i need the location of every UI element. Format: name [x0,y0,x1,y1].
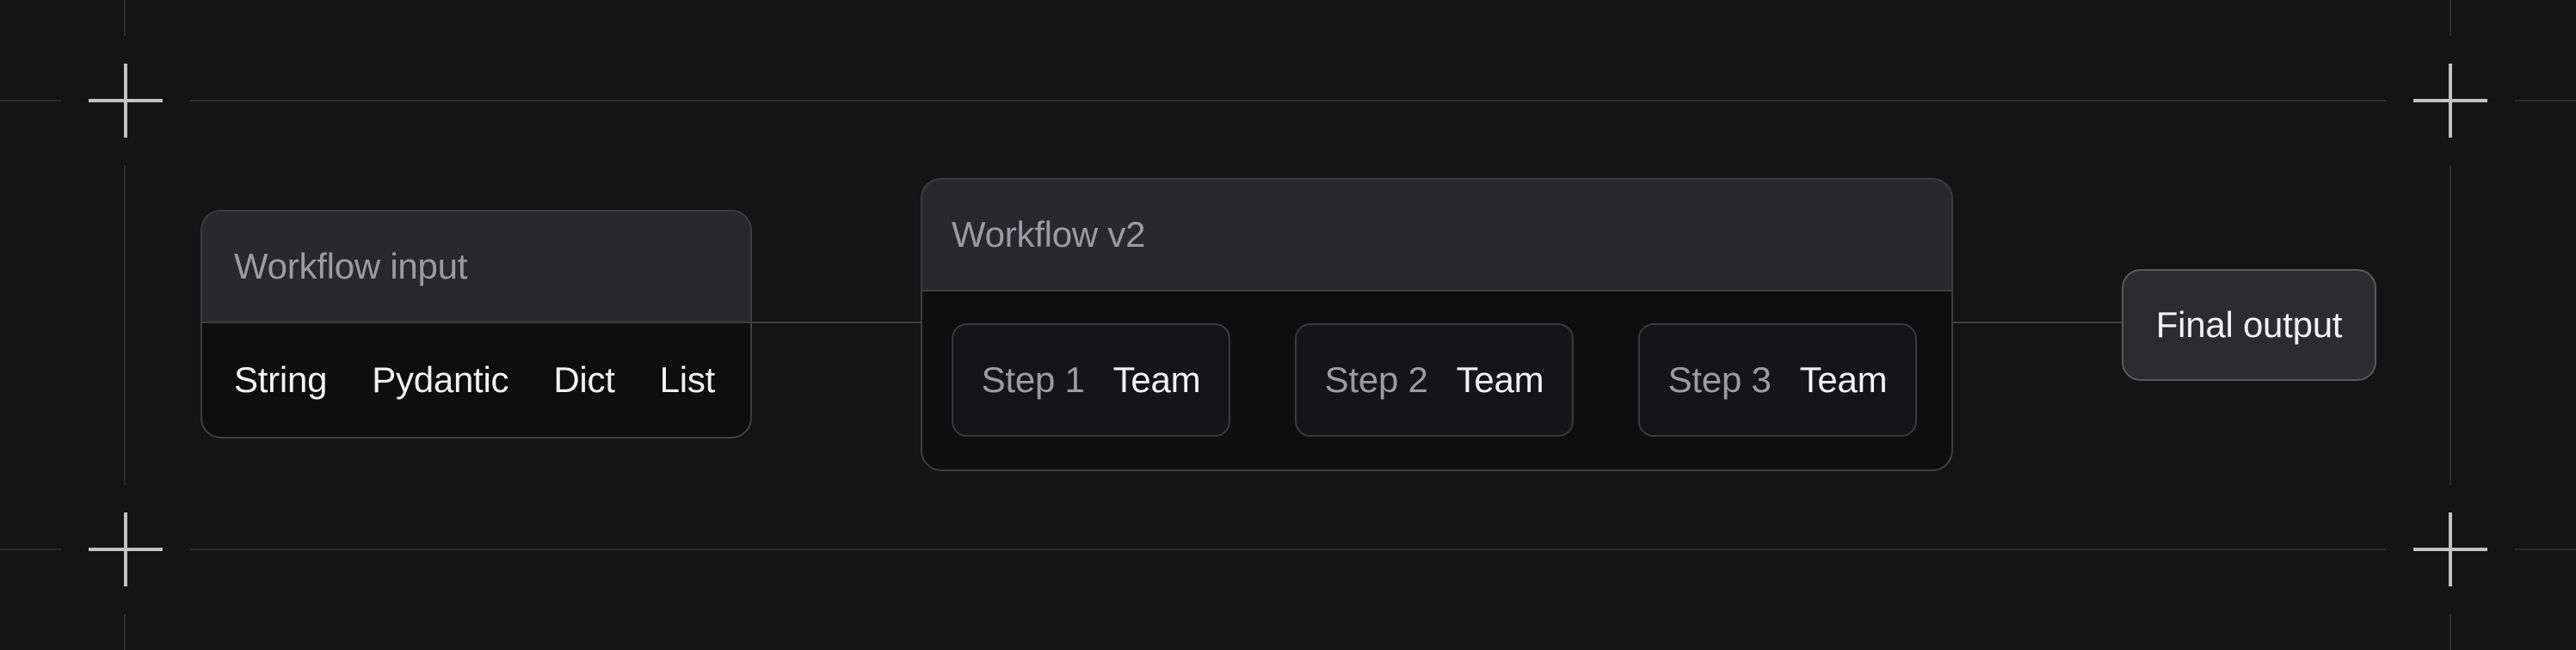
step-1-node: Step 1 Team [952,323,1230,437]
crosshair-top-right-icon [2386,36,2515,165]
final-output-node: Final output [2122,269,2376,381]
step-3-type: Team [1799,359,1888,400]
workflow-v2-body: Step 1 Team Step 2 Team Step 3 Team [922,291,1951,469]
guide-line-vertical-right [2450,0,2451,650]
workflow-input-body: String Pydantic Dict List [202,323,750,437]
guide-line-vertical-left [124,0,126,650]
step-3-node: Step 3 Team [1638,323,1917,437]
step-3-label: Step 3 [1667,359,1772,400]
step-2-type: Team [1456,359,1544,400]
workflow-v2-header: Workflow v2 [922,180,1951,291]
workflow-v2-title: Workflow v2 [952,214,1146,254]
workflow-v2-panel: Workflow v2 Step 1 Team Step 2 Team Step… [921,178,1953,471]
crosshair-top-left-icon [61,36,190,165]
connector-input-to-workflow [752,322,921,323]
final-output-label: Final output [2155,304,2343,345]
guide-line-horizontal-top [0,100,2576,101]
guide-line-horizontal-bottom [0,549,2576,550]
input-type-string: String [234,359,328,400]
crosshair-bottom-left-icon [61,485,190,614]
step-1-type: Team [1112,359,1201,400]
input-type-pydantic: Pydantic [372,359,509,400]
step-2-label: Step 2 [1324,359,1428,400]
workflow-input-panel: Workflow input String Pydantic Dict List [200,210,752,438]
input-type-dict: Dict [553,359,615,400]
workflow-input-title: Workflow input [234,246,468,286]
step-1-label: Step 1 [981,359,1085,400]
step-2-node: Step 2 Team [1295,323,1574,437]
input-type-list: List [659,359,716,400]
workflow-input-header: Workflow input [202,212,750,323]
crosshair-bottom-right-icon [2386,485,2515,614]
connector-workflow-to-output [1953,322,2122,323]
